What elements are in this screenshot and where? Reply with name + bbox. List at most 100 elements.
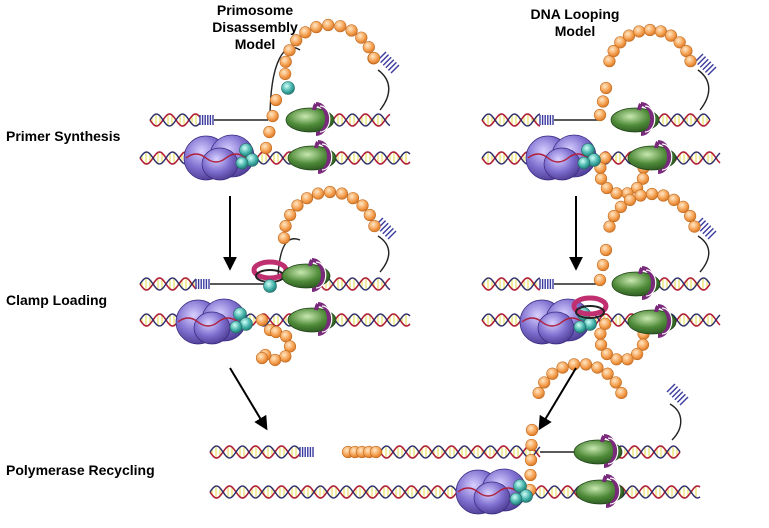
ssb-bead: [346, 192, 360, 205]
ssb-bead: [310, 21, 323, 34]
stage-label-primer-synthesis: Primer Synthesis: [6, 128, 121, 144]
sliding-clamp: [317, 302, 331, 336]
leading-polymerase: [627, 304, 677, 338]
ssb-bead: [323, 185, 337, 199]
stage-label-clamp-loading: Clamp Loading: [6, 292, 108, 308]
ssb-bead: [594, 327, 607, 340]
ssb-bead: [645, 187, 659, 201]
ssb-bead: [345, 24, 358, 37]
ssb-bead: [355, 31, 368, 44]
polymerase-core: [287, 307, 337, 333]
ssb-bead: [279, 67, 292, 81]
left-column-title: Primosome Disassembly Model: [212, 2, 298, 52]
leading-polymerase: [287, 140, 337, 174]
ssb-bead: [255, 351, 269, 365]
clamp-loader: [251, 259, 289, 283]
ssb-bead: [532, 386, 545, 400]
ssb-bead: [277, 231, 291, 245]
primase: [577, 143, 601, 170]
leading-polymerase: [627, 140, 677, 174]
ssb-bead: [684, 55, 697, 68]
right-column-title: DNA Looping Model: [530, 6, 620, 39]
ssb-bead: [673, 36, 686, 49]
ssb-bead: [524, 453, 538, 467]
ssb-bead: [594, 338, 608, 351]
sliding-clamp: [657, 140, 671, 174]
ssb-bead: [279, 350, 292, 363]
leading-duplex: [139, 151, 411, 165]
sliding-clamp: [317, 140, 331, 174]
ssb-bead: [322, 18, 335, 32]
polymerase-core: [281, 263, 331, 289]
ssb-bead: [299, 26, 312, 39]
ssb-bead: [283, 44, 296, 57]
ssb-bead: [591, 361, 604, 374]
ssdna-strand: [377, 69, 390, 111]
lagging-parental-duplex: [379, 445, 541, 459]
new-primer: [666, 383, 689, 406]
okazaki-duplex: [319, 277, 391, 291]
ssb-bead: [263, 125, 276, 139]
primase-on-lagging: [263, 279, 277, 293]
ssb-bead: [667, 193, 681, 206]
sliding-clamp: [311, 258, 325, 292]
ssb-bead: [369, 445, 383, 459]
polymerase-core: [611, 271, 661, 297]
leading-duplex: [209, 485, 701, 499]
ssb-bead: [290, 34, 303, 47]
ssb-bead: [596, 258, 610, 272]
ssb-bead: [363, 208, 376, 222]
ssb-bead: [603, 220, 616, 233]
lagging-primer: [195, 279, 210, 289]
recycled-polymerase: [573, 434, 623, 468]
ssb-bead: [266, 109, 279, 123]
arrow-left-clamp-to-recycling: [229, 367, 268, 431]
ssb-chain-right-top: [593, 23, 697, 122]
ssb-bead: [362, 41, 375, 54]
ssb-bead: [334, 20, 347, 33]
ssb-bead: [688, 220, 701, 233]
ssb-bead: [594, 172, 608, 185]
ssb-bead: [610, 187, 623, 200]
lagging-polymerase: [281, 258, 331, 292]
sliding-clamp: [315, 102, 329, 136]
ssb-bead: [356, 199, 369, 212]
ssb-bead: [596, 95, 610, 108]
arrow-right-clamp-to-recycling: [538, 367, 577, 431]
ssb-bead: [609, 376, 622, 389]
ssb-bead: [607, 44, 620, 58]
ssb-bead: [300, 192, 314, 205]
ssb-chain-left-1: [259, 18, 381, 155]
ssb-bead: [621, 353, 634, 366]
ssdna-strand: [697, 69, 710, 111]
ssb-bead: [664, 29, 678, 42]
ssb-bead: [599, 81, 613, 95]
lagging-primer: [539, 279, 554, 289]
ssb-bead: [259, 141, 273, 155]
ssb-bead: [269, 93, 283, 107]
polymerase-core: [285, 107, 335, 133]
polymerase-core: [610, 107, 660, 133]
ssb-bead: [335, 187, 349, 200]
ssb-bead: [657, 189, 670, 202]
ssb-bead: [525, 423, 539, 437]
okazaki-primer: [299, 447, 314, 457]
ssdna-strand: [697, 235, 710, 273]
polymerase-core: [627, 145, 677, 171]
ssb-bead: [538, 376, 551, 389]
sliding-clamp: [605, 474, 619, 508]
ssb-bead: [279, 219, 292, 233]
ssb-bead: [367, 51, 381, 65]
ssb-bead: [525, 438, 538, 452]
ssb-bead: [634, 189, 647, 202]
primase: [229, 307, 253, 334]
ssb-bead: [546, 367, 559, 380]
ssb-bead: [615, 386, 628, 400]
ssb-bead: [610, 353, 623, 366]
ssb-bead: [607, 209, 620, 223]
ssb-bead: [636, 172, 650, 185]
lagging-parental-duplex: [481, 277, 541, 291]
ssb-chain-right-clamp-top: [593, 187, 701, 287]
ssb-bead: [614, 200, 627, 213]
